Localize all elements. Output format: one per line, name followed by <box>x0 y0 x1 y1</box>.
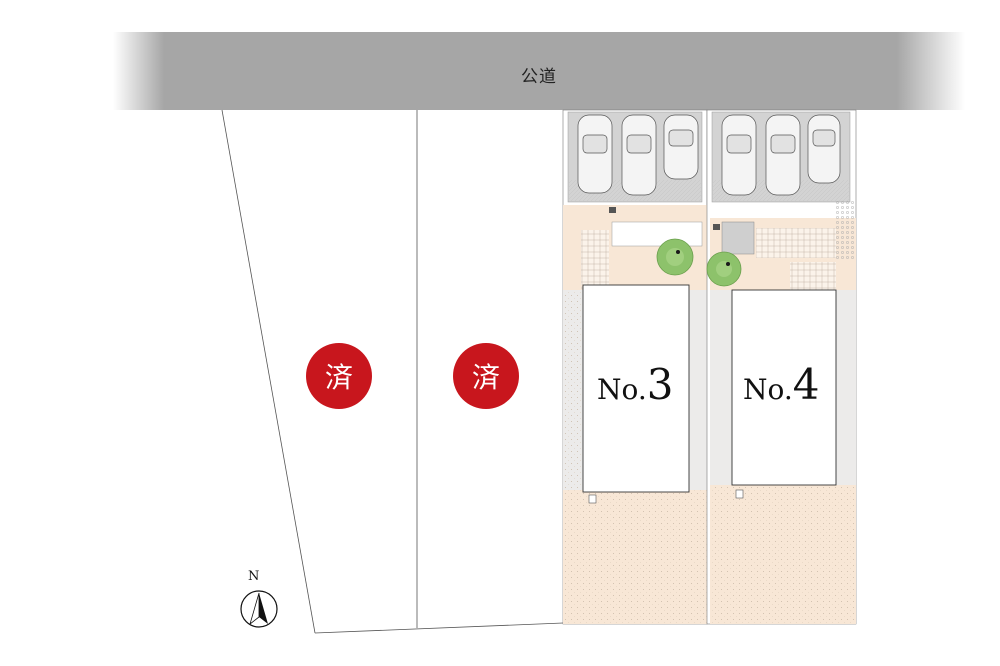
car-icon <box>807 114 841 184</box>
lot-4-number: 4 <box>792 360 820 409</box>
garden-trees <box>656 238 742 287</box>
compass-north-label: N <box>248 569 260 584</box>
road-label: 公道 <box>521 67 557 87</box>
lot-4-prefix: No. <box>743 373 793 406</box>
car-icon <box>721 114 757 196</box>
lot-3-house-footprint <box>582 284 690 493</box>
car-icon <box>577 114 613 194</box>
site-boundary <box>221 109 564 634</box>
lot-4-plan <box>706 109 857 625</box>
west-boundary-line <box>221 109 316 634</box>
sold-badge-lot-2: 済 <box>453 343 519 409</box>
lot-4-house-footprint <box>731 289 837 486</box>
tree-icon <box>706 251 742 287</box>
car-icon <box>663 114 699 180</box>
tree-icon <box>656 238 694 276</box>
lot-3-label: No.3 <box>597 360 674 409</box>
lot-4-label: No.4 <box>743 360 820 409</box>
north-compass <box>240 590 278 628</box>
sold-badge-lot-1: 済 <box>306 343 372 409</box>
public-road: 公道 <box>113 32 965 110</box>
car-icon <box>621 114 657 196</box>
parked-cars <box>577 114 841 196</box>
lot-3-prefix: No. <box>597 373 647 406</box>
north-arrow-icon <box>259 593 268 624</box>
lot-3-number: 3 <box>646 360 674 409</box>
south-boundary-line <box>314 622 564 634</box>
car-icon <box>765 114 801 196</box>
